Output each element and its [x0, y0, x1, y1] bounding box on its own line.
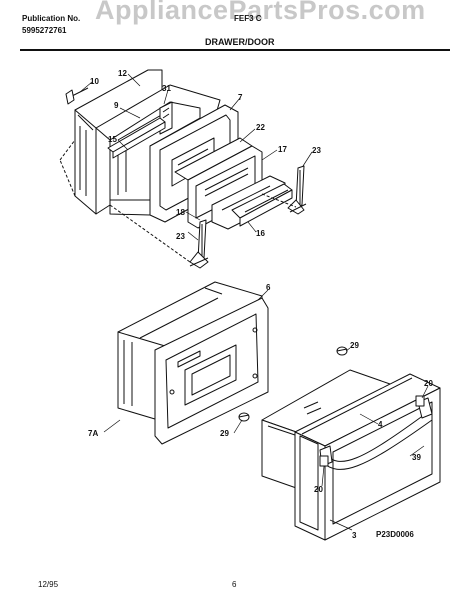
callout-9: 9 [114, 101, 119, 110]
publication-number: 5995272761 [22, 26, 67, 35]
left-slide-bracket [189, 219, 209, 269]
door-glass [261, 369, 391, 491]
callout-17: 17 [278, 145, 287, 154]
model-number: FEF3 C [234, 14, 262, 23]
callout-20-lower: 20 [314, 485, 323, 494]
callout-10: 10 [90, 77, 99, 86]
door-liner [154, 297, 269, 445]
outer-door-frame [294, 373, 441, 541]
callout-16: 16 [256, 229, 265, 238]
callout-23-right: 23 [312, 146, 321, 155]
handle-bracket [107, 117, 166, 159]
door-inner-panel [117, 281, 263, 423]
callout-leaders [79, 73, 429, 531]
callout-7: 7 [238, 93, 243, 102]
callout-7a: 7A [88, 429, 98, 438]
callout-22: 22 [256, 123, 265, 132]
publication-date: 12/95 [38, 580, 59, 589]
diagram-id: P23D0006 [376, 530, 414, 539]
right-slide-bracket [287, 165, 307, 215]
page-number: 6 [232, 580, 237, 589]
section-title: DRAWER/DOOR [205, 37, 275, 47]
drawer-slide-rail [231, 183, 293, 227]
assembly-guide-lines [59, 69, 297, 263]
callout-3: 3 [352, 531, 357, 540]
callout-labels: 12 10 31 9 7 15 22 17 23 18 23 16 6 29 2… [88, 69, 433, 540]
callout-39: 39 [412, 453, 421, 462]
screw [65, 87, 89, 105]
callout-6: 6 [266, 283, 271, 292]
handle-end-caps [319, 395, 425, 467]
callout-4: 4 [378, 420, 383, 429]
header-rule [20, 49, 450, 51]
callout-12: 12 [118, 69, 127, 78]
callout-29-lower: 29 [220, 429, 229, 438]
door-pins [238, 346, 348, 422]
publication-label: Publication No. [22, 14, 81, 23]
callout-31: 31 [162, 84, 171, 93]
callout-20-upper: 20 [424, 379, 433, 388]
callout-23-left: 23 [176, 232, 185, 241]
callout-18: 18 [176, 208, 185, 217]
callout-15: 15 [108, 135, 117, 144]
callout-29-upper: 29 [350, 341, 359, 350]
